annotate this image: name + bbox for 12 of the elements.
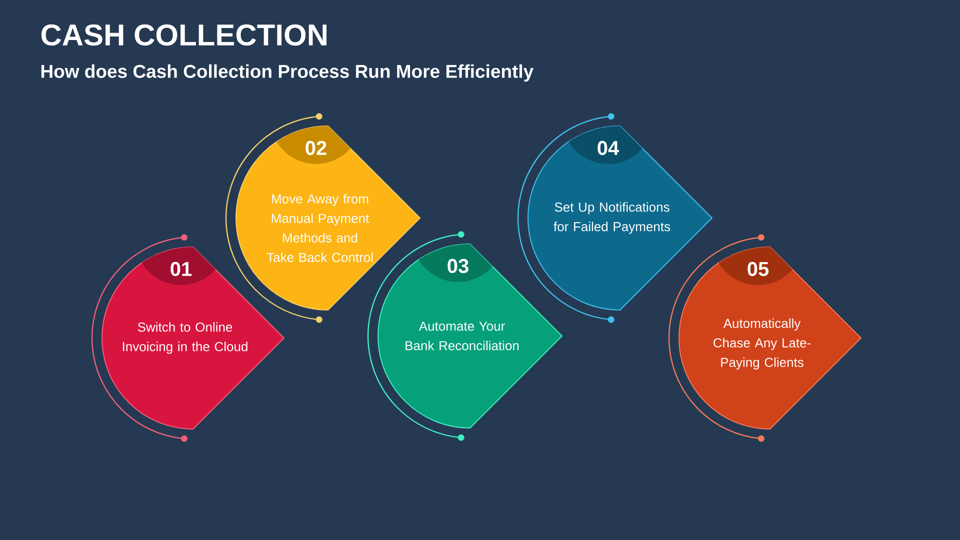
number-badge: 05 [712,247,804,285]
number-badge: 01 [135,247,227,285]
step-text: Switch to Online Invoicing in the Cloud [123,322,248,354]
subtitle: How does Cash Collection Process Run More Efficiently [41,64,534,82]
title: CASH COLLECTION [41,24,326,46]
number-badge: 02 [270,126,362,164]
step-text: Automatically Chase Any Late-Paying Clients [714,318,811,370]
number-badge: 04 [562,126,654,164]
step-text: Set Up Notifications for Failed Payments [554,202,670,234]
number-badge: 03 [412,244,504,282]
step-text: Automate Your Bank Reconciliation [406,322,519,350]
step-text: Move Away from Manual Payment Methods and Take Back Control [266,194,373,262]
